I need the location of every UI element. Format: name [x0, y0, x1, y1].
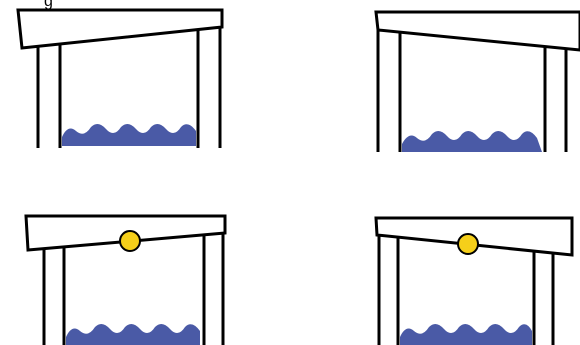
roof [374, 10, 580, 52]
frame [374, 216, 574, 345]
water [402, 130, 542, 152]
ball [119, 230, 141, 252]
frame [16, 8, 224, 148]
panel-top-left [16, 8, 224, 148]
panel-top-right [374, 10, 580, 152]
water [400, 323, 532, 345]
water [62, 123, 196, 146]
cropped-label-fragment: g [44, 0, 53, 10]
panel-bottom-right [374, 216, 574, 345]
roof [24, 214, 227, 252]
frame [374, 10, 580, 152]
ball [457, 233, 479, 255]
roof [374, 216, 574, 257]
frame [24, 214, 227, 345]
water [66, 323, 200, 345]
roof [16, 8, 224, 50]
panel-bottom-left [24, 214, 227, 345]
